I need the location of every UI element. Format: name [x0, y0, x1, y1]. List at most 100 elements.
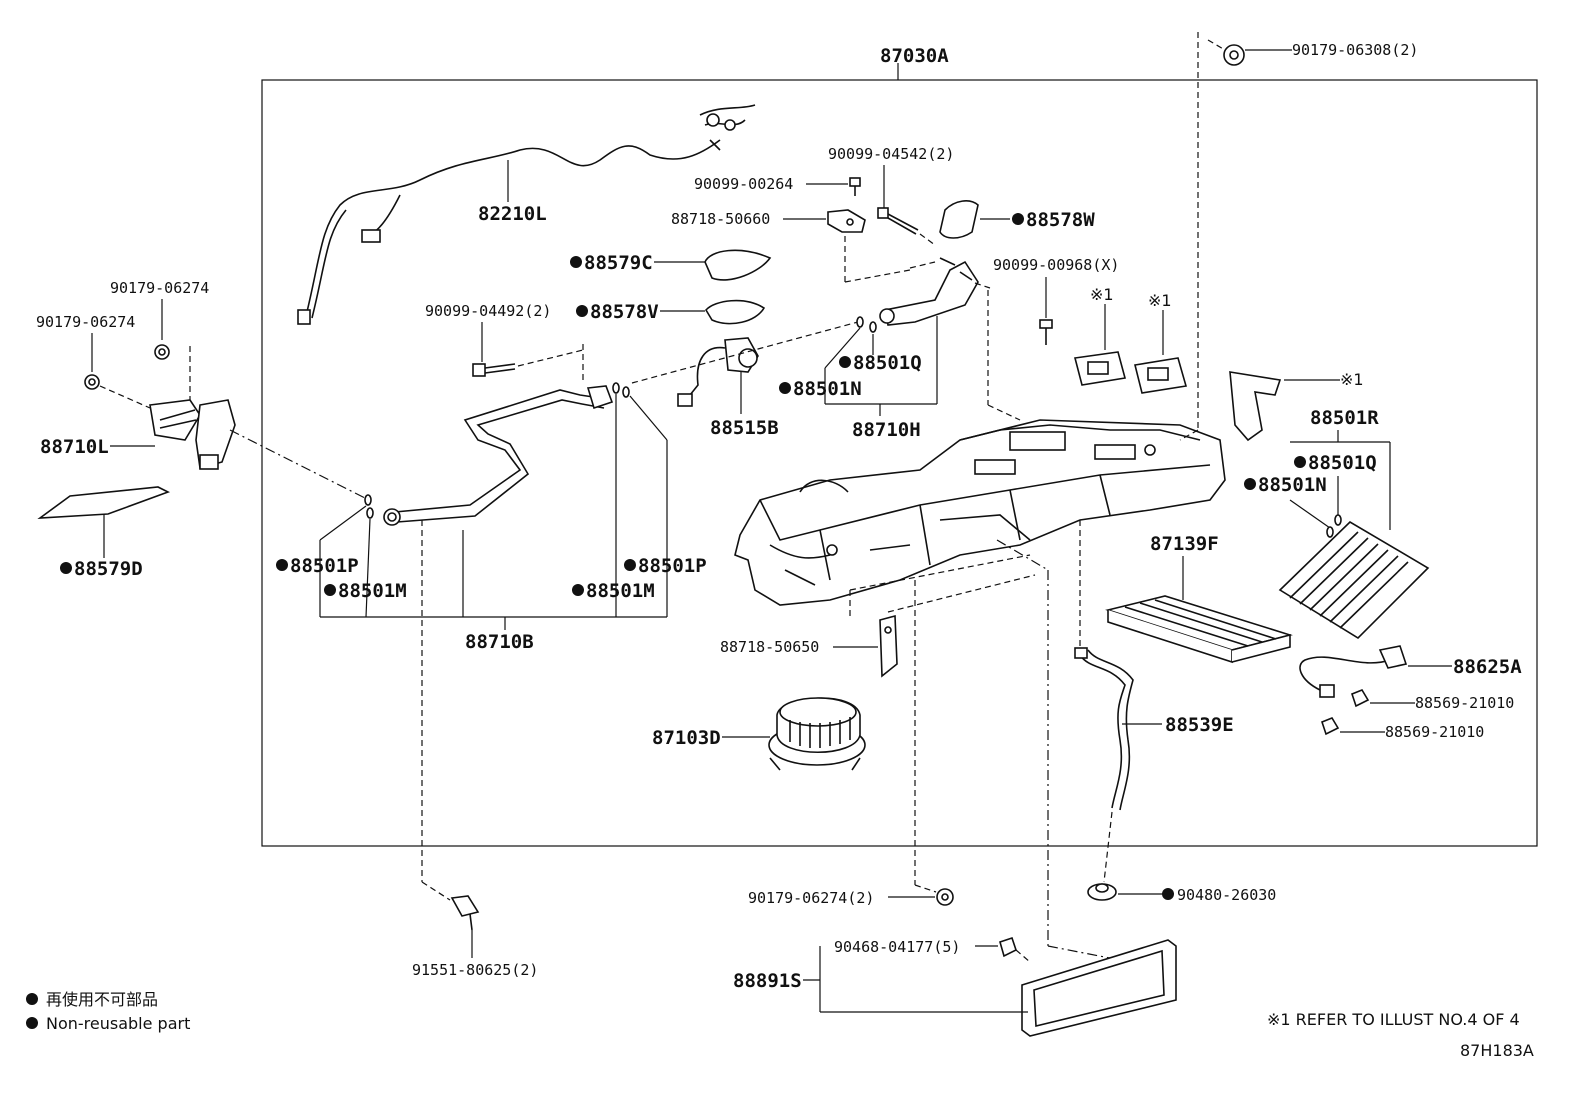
- oring-88501M-mid-icon: [622, 386, 630, 398]
- pad-88578W-icon: [939, 200, 979, 239]
- label-90179-06274-a[interactable]: 90179-06274: [110, 279, 209, 297]
- clip-90179-06308-icon: [1223, 44, 1245, 66]
- label-88569-21010-b[interactable]: 88569-21010: [1385, 723, 1484, 741]
- nonreusable-dot-88501N-right: [1244, 478, 1256, 490]
- label-88501N-top[interactable]: 88501N: [793, 378, 862, 400]
- clip-88569-21010-a-icon: [1351, 689, 1370, 708]
- label-88578V[interactable]: 88578V: [590, 301, 659, 323]
- legend-dot-jp: [26, 993, 38, 1005]
- label-88501M-left[interactable]: 88501M: [338, 580, 407, 602]
- nonreusable-dot-90480-26030: [1162, 888, 1174, 900]
- wire-harness-82210L-icon: [297, 104, 756, 325]
- oring-88501P-left-icon: [364, 494, 372, 506]
- label-88579D[interactable]: 88579D: [74, 558, 143, 580]
- legend-nonreusable-jp: 再使用不可部品: [46, 990, 158, 1009]
- label-88501Q-top[interactable]: 88501Q: [853, 352, 922, 374]
- label-91551-80625[interactable]: 91551-80625(2): [412, 961, 538, 979]
- label-90099-04492[interactable]: 90099-04492(2): [425, 302, 551, 320]
- label-90468-04177[interactable]: 90468-04177(5): [834, 938, 960, 956]
- nonreusable-dot-88579C: [570, 256, 582, 268]
- nonreusable-dot-88578V: [576, 305, 588, 317]
- nonreusable-dot-88501P-left: [276, 559, 288, 571]
- blower-87103D-icon: [768, 697, 866, 771]
- legend-dot-en: [26, 1017, 38, 1029]
- label-88718-50660[interactable]: 88718-50660: [671, 210, 770, 228]
- label-90099-04542[interactable]: 90099-04542(2): [828, 145, 954, 163]
- nonreusable-dot-88501Q-right: [1294, 456, 1306, 468]
- bolt-91551-80625-icon: [450, 895, 480, 931]
- label-88579C[interactable]: 88579C: [584, 252, 653, 274]
- clip-88569-21010-b-icon: [1321, 717, 1340, 736]
- label-88515B[interactable]: 88515B: [710, 417, 779, 439]
- pipe-88710H-icon: [879, 257, 979, 326]
- label-88501Q-right[interactable]: 88501Q: [1308, 452, 1377, 474]
- label-90179-06274-b[interactable]: 90179-06274: [36, 313, 135, 331]
- actuator-ref1-a-icon: [1074, 351, 1127, 386]
- label-88501R[interactable]: 88501R: [1310, 407, 1379, 429]
- nonreusable-dot-88501P-mid: [624, 559, 636, 571]
- label-ref1-a[interactable]: ※1: [1090, 285, 1114, 304]
- screw-90099-04542-icon: [877, 207, 919, 235]
- oring-88501N-right-icon: [1326, 526, 1334, 538]
- label-90480-26030[interactable]: 90480-26030: [1177, 886, 1276, 904]
- label-ref1-c[interactable]: ※1: [1340, 370, 1364, 389]
- label-88710H[interactable]: 88710H: [852, 419, 921, 441]
- label-88710B[interactable]: 88710B: [465, 631, 534, 653]
- nut-90179-06274-b-icon: [84, 374, 100, 390]
- hvac-unit-body-icon: [734, 419, 1226, 606]
- pad-88578V-icon: [705, 299, 766, 325]
- bracket-88718-50660-icon: [827, 209, 866, 233]
- label-90179-06274-c[interactable]: 90179-06274(2): [748, 889, 874, 907]
- pad-88579C-icon: [704, 249, 772, 281]
- label-88501M-mid[interactable]: 88501M: [586, 580, 655, 602]
- oring-88501N-top-icon: [856, 316, 864, 328]
- evaporator-88501R-icon: [1278, 521, 1430, 640]
- label-88578W[interactable]: 88578W: [1026, 209, 1095, 231]
- illustration-code: 87H183A: [1460, 1041, 1534, 1060]
- label-88539E[interactable]: 88539E: [1165, 714, 1234, 736]
- label-88891S[interactable]: 88891S: [733, 970, 802, 992]
- nut-90179-06274-c-icon: [936, 888, 954, 906]
- grommet-90480-26030-icon: [1087, 883, 1117, 901]
- filter-87139F-icon: [1105, 595, 1293, 664]
- nonreusable-dot-88501Q-top: [839, 356, 851, 368]
- label-82210L[interactable]: 82210L: [478, 203, 547, 225]
- label-ref1-b[interactable]: ※1: [1148, 291, 1172, 310]
- clip-90468-04177-icon: [999, 936, 1017, 958]
- oring-88501Q-right-icon: [1334, 514, 1342, 526]
- assembly-frame: [261, 79, 1538, 847]
- label-90179-06308[interactable]: 90179-06308(2): [1292, 41, 1418, 59]
- oring-88501P-mid-icon: [612, 382, 620, 394]
- label-87139F[interactable]: 87139F: [1150, 533, 1219, 555]
- label-88501P-mid[interactable]: 88501P: [638, 555, 707, 577]
- oring-88501Q-top-icon: [869, 321, 877, 333]
- label-87030A[interactable]: 87030A: [880, 45, 949, 67]
- nonreusable-dot-88501M-mid: [572, 584, 584, 596]
- nonreusable-dot-88501N-top: [779, 382, 791, 394]
- legend-nonreusable-en: Non-reusable part: [46, 1014, 190, 1033]
- screw-90099-00264-icon: [849, 177, 861, 196]
- label-88625A[interactable]: 88625A: [1453, 656, 1522, 678]
- nonreusable-dot-88578W: [1012, 213, 1024, 225]
- drain-hose-88539E-icon: [1074, 647, 1134, 811]
- actuator-ref1-b-icon: [1134, 357, 1188, 394]
- oring-88501M-left-icon: [366, 507, 374, 519]
- cover-88891S-icon: [1021, 939, 1177, 1037]
- sensor-88625A-icon: [1299, 645, 1408, 698]
- label-88569-21010-a[interactable]: 88569-21010: [1415, 694, 1514, 712]
- pipe-assembly-88710L-icon: [149, 399, 236, 470]
- label-88501N-right[interactable]: 88501N: [1258, 474, 1327, 496]
- label-88501P-left[interactable]: 88501P: [290, 555, 359, 577]
- label-88718-50650[interactable]: 88718-50650: [720, 638, 819, 656]
- sensor-88515B-icon: [677, 337, 759, 407]
- label-90099-00968[interactable]: 90099-00968(X): [993, 256, 1119, 274]
- nonreusable-dot-88579D: [60, 562, 72, 574]
- legend-ref-note: ※1 REFER TO ILLUST NO.4 OF 4: [1267, 1010, 1520, 1029]
- bracket-88718-50650-icon: [879, 614, 898, 678]
- nut-90179-06274-a-icon: [154, 344, 170, 360]
- label-90099-00264[interactable]: 90099-00264: [694, 175, 793, 193]
- label-88710L[interactable]: 88710L: [40, 436, 109, 458]
- label-87103D[interactable]: 87103D: [652, 727, 721, 749]
- pad-88579D-icon: [37, 486, 171, 519]
